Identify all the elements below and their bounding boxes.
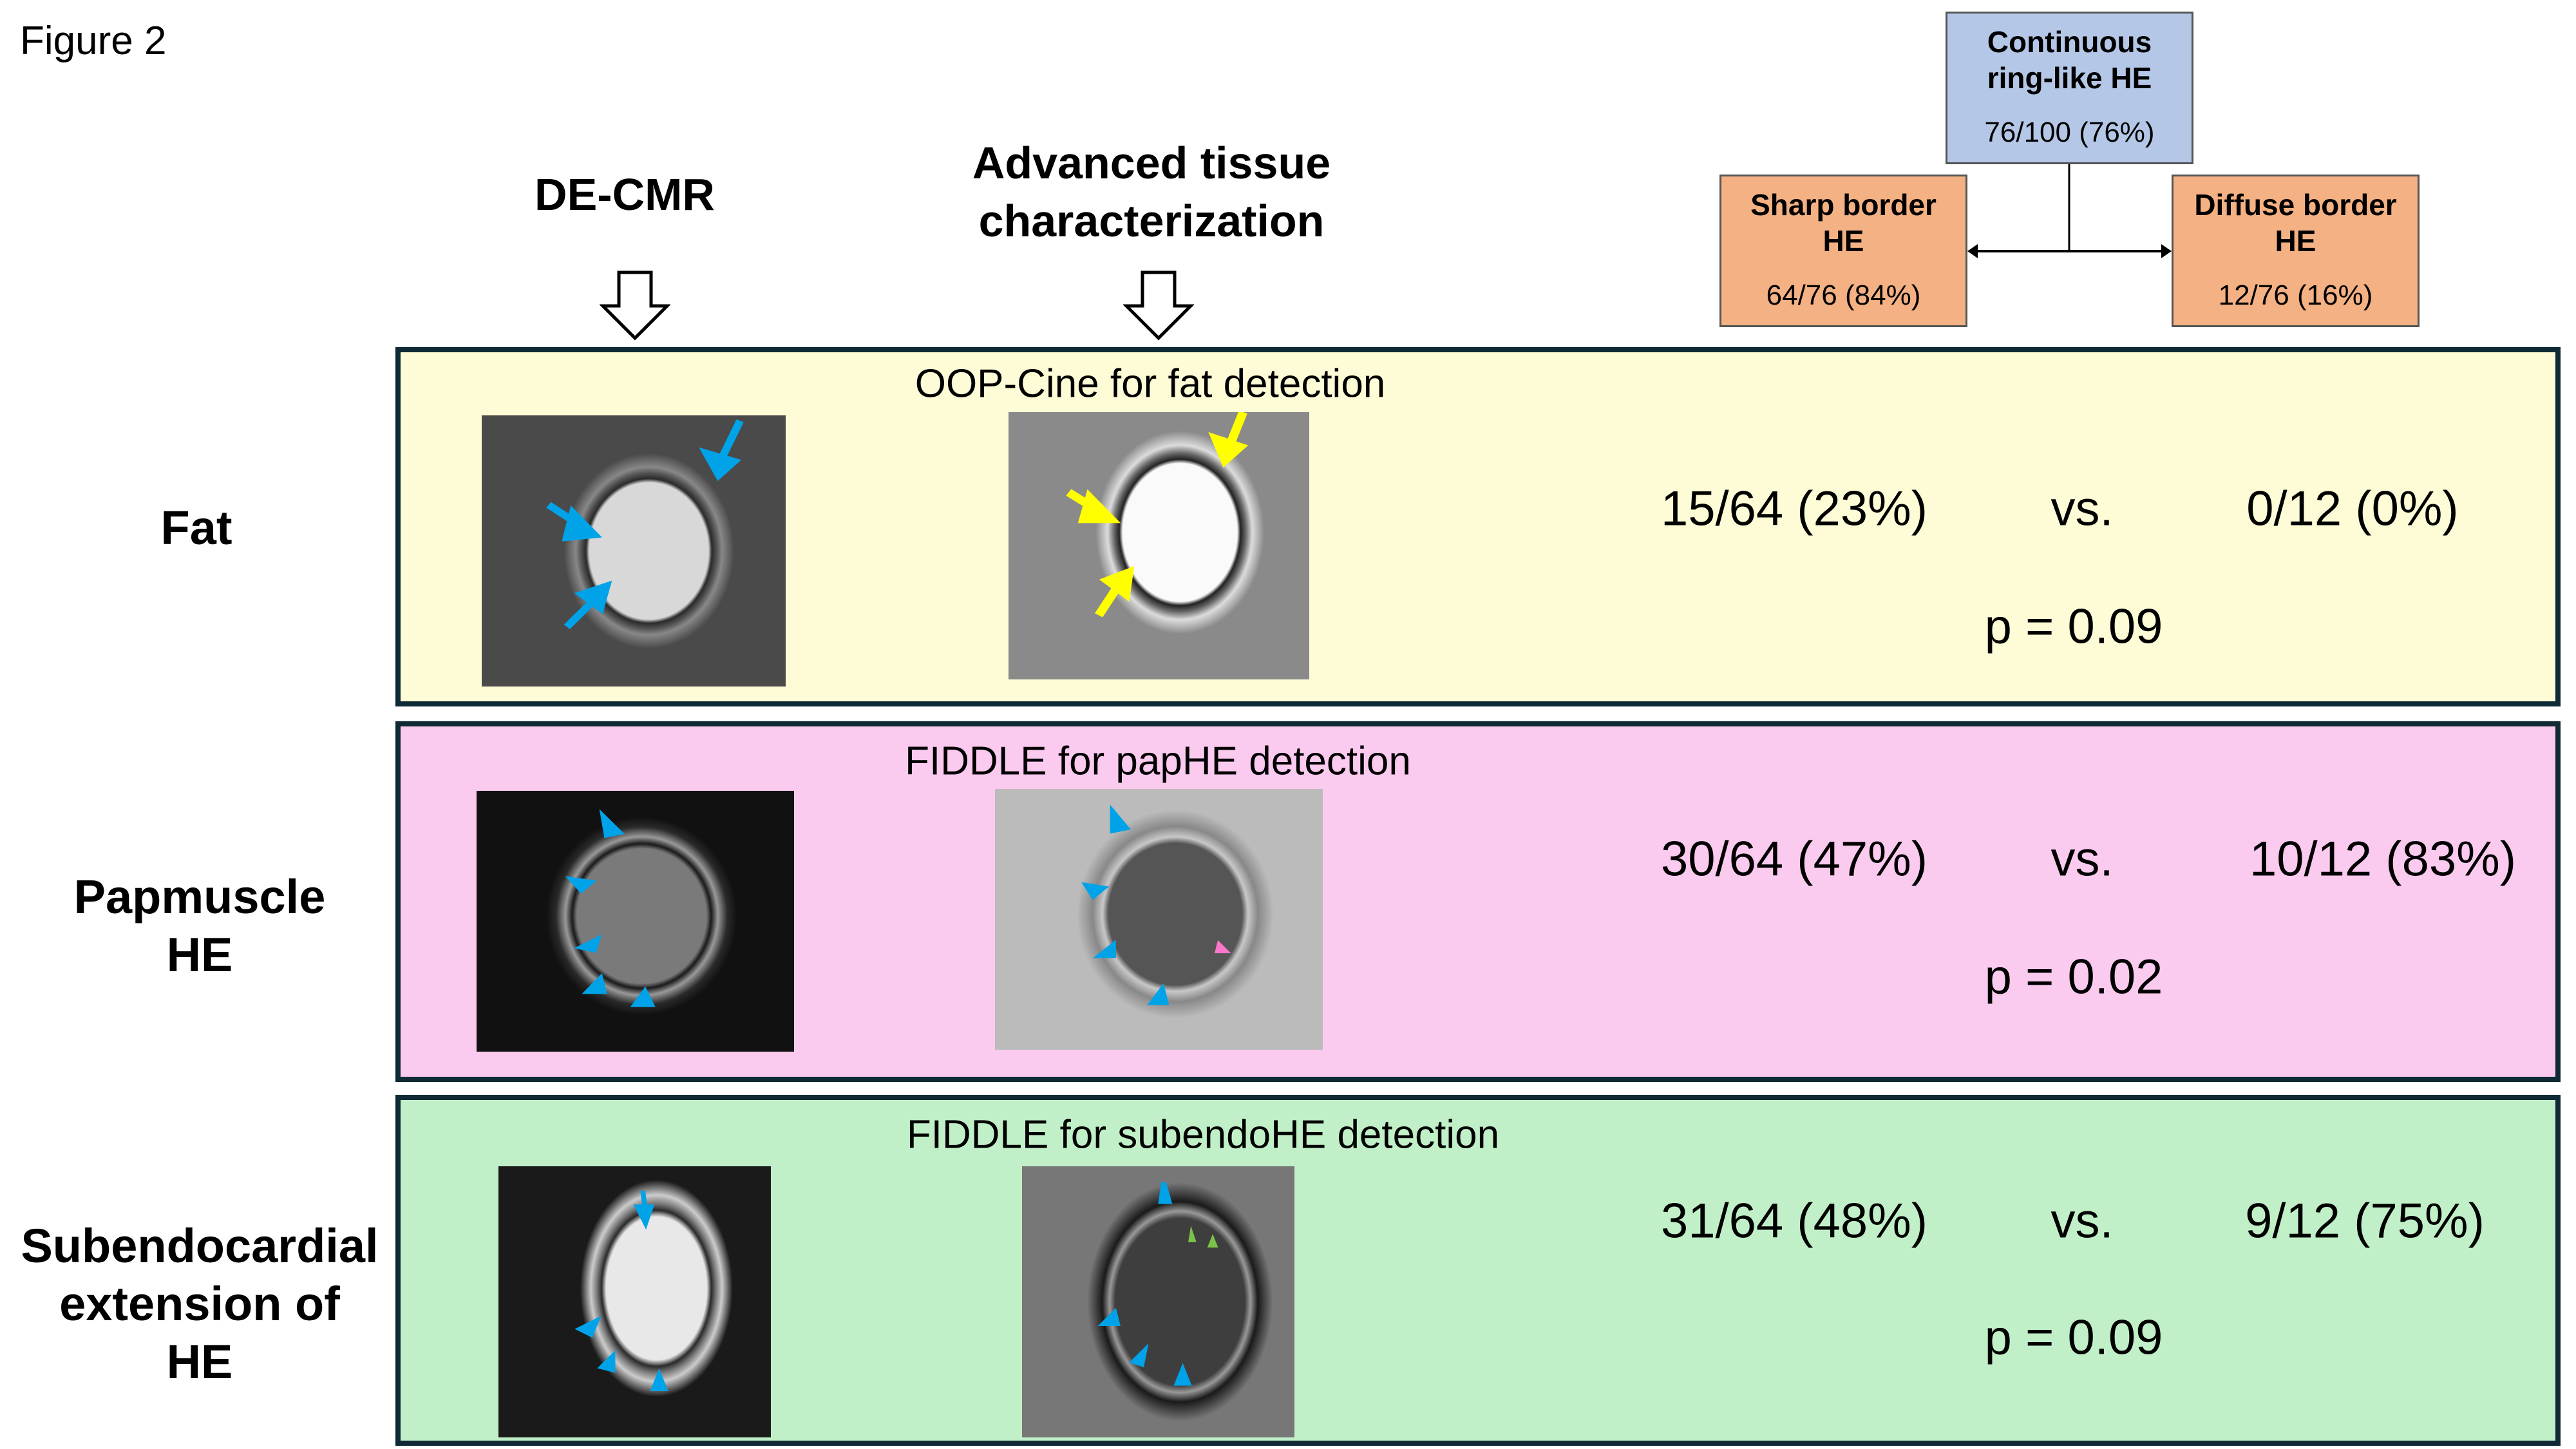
- row-label-line: Papmuscle: [73, 870, 326, 923]
- hollow-down-arrow-icon: [1123, 270, 1194, 341]
- column-header-de-cmr: DE-CMR: [535, 169, 715, 220]
- p-value: p = 0.09: [1984, 599, 2163, 654]
- mri-image-fiddle-subendo: [1022, 1166, 1294, 1437]
- mri-image-de-cmr-subendo: [498, 1166, 771, 1437]
- flow-box-title: Continuous: [1987, 25, 2152, 59]
- figure-label: Figure 2: [20, 19, 167, 63]
- technique-title: FIDDLE for papHE detection: [905, 739, 1411, 784]
- flow-box-title: HE: [1823, 224, 1864, 258]
- column-header-advanced: Advanced tissue characterization: [972, 134, 1331, 250]
- flow-connector: [1967, 164, 2172, 258]
- flow-box-title: HE: [2275, 224, 2316, 258]
- technique-title: FIDDLE for subendoHE detection: [906, 1112, 1500, 1157]
- flow-box-count: 64/76 (84%): [1766, 279, 1921, 311]
- mri-image-de-cmr-papmuscle: [477, 791, 794, 1052]
- flow-box-title: Sharp border: [1750, 188, 1937, 222]
- flow-box-count: 12/76 (16%): [2218, 279, 2373, 311]
- mri-image-de-cmr-fat: [482, 415, 786, 687]
- flow-box-title: ring-like HE: [1987, 61, 2152, 95]
- sharp-border-value: 31/64 (48%): [1660, 1193, 1928, 1249]
- p-value: p = 0.02: [1984, 949, 2163, 1005]
- row-label-line: Fat: [160, 501, 232, 554]
- sharp-border-value: 15/64 (23%): [1660, 481, 1928, 536]
- vs-label: vs.: [2050, 831, 2114, 887]
- row-label-line: HE: [166, 928, 233, 981]
- vs-label: vs.: [2050, 481, 2114, 536]
- row-label-line: HE: [166, 1335, 233, 1388]
- row-label-line: Subendocardial: [21, 1219, 379, 1273]
- row-label-line: extension of: [59, 1277, 340, 1331]
- sharp-border-value: 30/64 (47%): [1660, 831, 1928, 887]
- diffuse-border-value: 0/12 (0%): [2246, 481, 2459, 536]
- flow-box-count: 76/100 (76%): [1984, 117, 2155, 148]
- column-header-line: Advanced tissue: [972, 138, 1331, 188]
- mri-image-oop-cine: [1009, 412, 1309, 679]
- column-header-line: characterization: [978, 196, 1325, 246]
- technique-title: OOP-Cine for fat detection: [914, 361, 1386, 406]
- p-value: p = 0.09: [1984, 1310, 2163, 1365]
- row-label-fat: Fat: [161, 499, 232, 557]
- diffuse-border-value: 9/12 (75%): [2245, 1193, 2485, 1249]
- diffuse-border-value: 10/12 (83%): [2249, 831, 2517, 887]
- vs-label: vs.: [2050, 1193, 2114, 1249]
- hollow-down-arrow-icon: [600, 270, 670, 341]
- mri-image-fiddle-papmuscle: [995, 789, 1323, 1050]
- flow-box-title: Diffuse border: [2194, 188, 2397, 222]
